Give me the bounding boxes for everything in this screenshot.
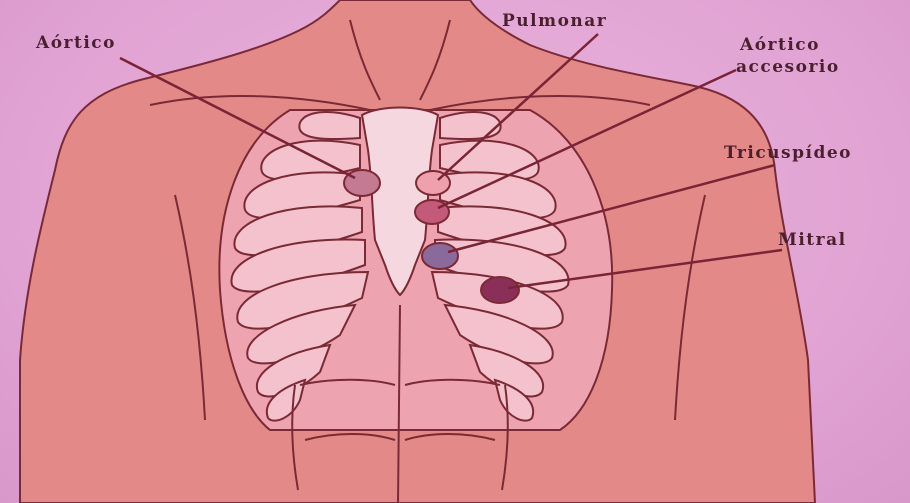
label-tricuspideo: Tricuspídeo bbox=[724, 142, 852, 164]
label-mitral: Mitral bbox=[778, 229, 847, 251]
focus-mitral bbox=[481, 277, 519, 303]
label-pulmonar: Pulmonar bbox=[502, 10, 607, 32]
label-aortico-accesorio-line1: Aórtico bbox=[736, 34, 840, 56]
label-aortico-accesorio-line2: accesorio bbox=[736, 56, 840, 78]
label-aortico: Aórtico bbox=[36, 32, 116, 54]
label-aortico-accesorio: Aórtico accesorio bbox=[736, 34, 840, 78]
focus-tricuspideo bbox=[422, 243, 458, 269]
focus-aortico-accesorio bbox=[415, 200, 449, 224]
